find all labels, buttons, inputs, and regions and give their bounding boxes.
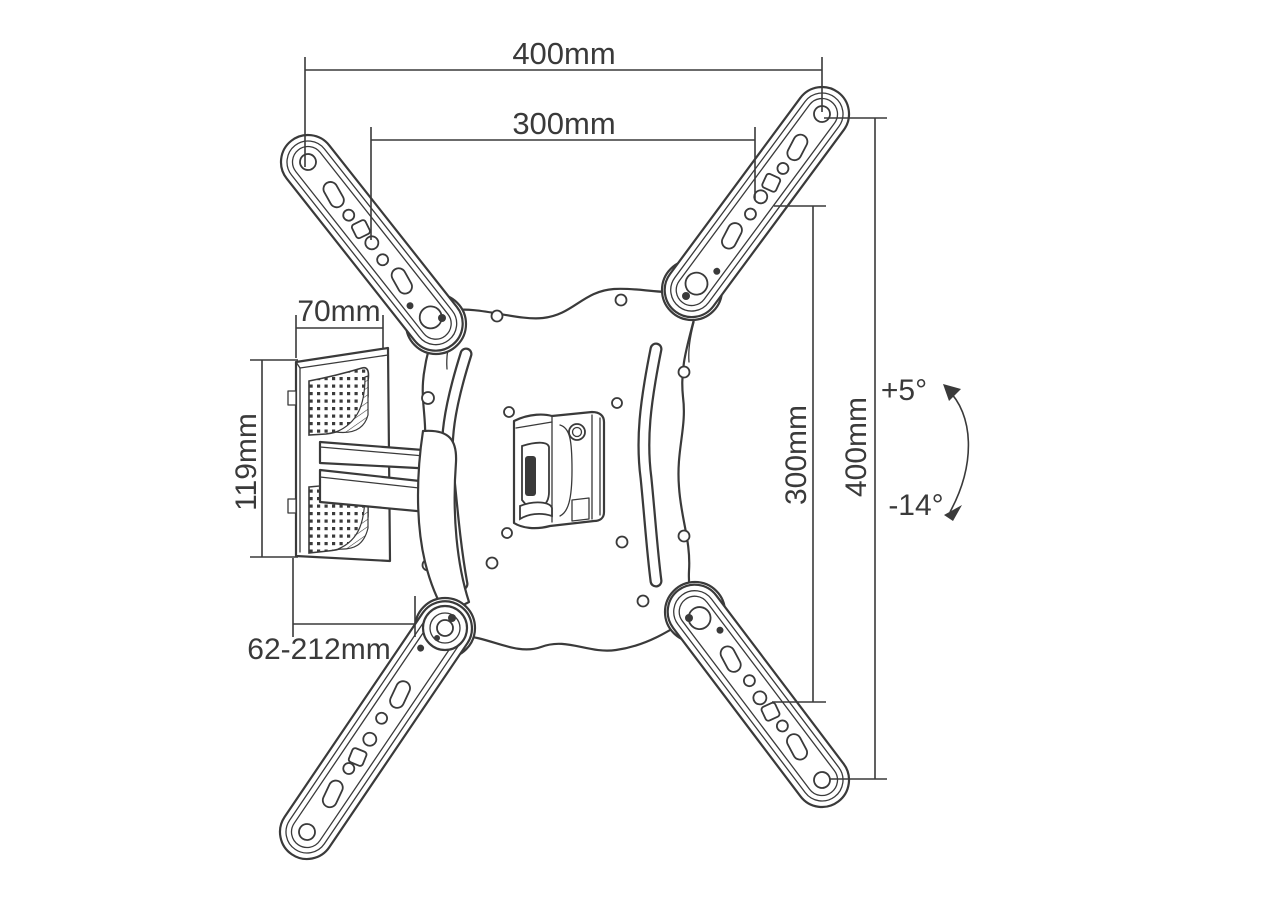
dim-vesa-height-outer: 400mm [824, 117, 887, 780]
tilt-arrow-arc [946, 388, 970, 513]
dimension-layer: 400mm 300mm 70mm 119mm 62-212mm 300mm 40… [230, 36, 970, 780]
tilt-bracket [512, 410, 606, 530]
dim-label-vesa-width-outer: 400mm [512, 36, 615, 71]
dim-label-wall-plate-height: 119mm [230, 413, 263, 511]
dim-vesa-width-outer: 400mm [304, 36, 823, 167]
tilt-up-label: +5° [881, 374, 927, 407]
dim-vesa-width-inner: 300mm [370, 106, 756, 240]
vesa-arm-bottom-right [666, 583, 851, 809]
dim-label-vesa-height-outer: 400mm [840, 397, 873, 497]
tilt-down-label: -14° [888, 489, 943, 522]
dim-vesa-height-inner: 300mm [772, 205, 826, 703]
dim-label-vesa-height-inner: 300mm [780, 405, 813, 505]
dim-wall-plate-height: 119mm [230, 359, 298, 558]
vesa-plate [421, 287, 703, 652]
tilt-annotation: +5° -14° [881, 374, 970, 522]
dim-extension-range: 62-212mm [247, 558, 416, 666]
dim-wall-plate-width: 70mm [295, 295, 384, 358]
vesa-arm-top-left [279, 133, 464, 352]
wall-tab-bottom [287, 498, 297, 514]
wall-plate-assembly [287, 346, 471, 616]
cushion-top-wedge [333, 375, 369, 434]
vesa-arm-top-right [663, 85, 851, 319]
pivot-bolts [421, 292, 693, 652]
right-curved-slot-inner [639, 344, 661, 586]
dim-label-wall-plate-width: 70mm [297, 295, 380, 328]
dim-label-vesa-width-inner: 300mm [512, 106, 615, 141]
dim-label-extension-range: 62-212mm [247, 633, 390, 666]
plate-screw-holes [421, 293, 691, 608]
wall-tab-top [287, 390, 297, 406]
